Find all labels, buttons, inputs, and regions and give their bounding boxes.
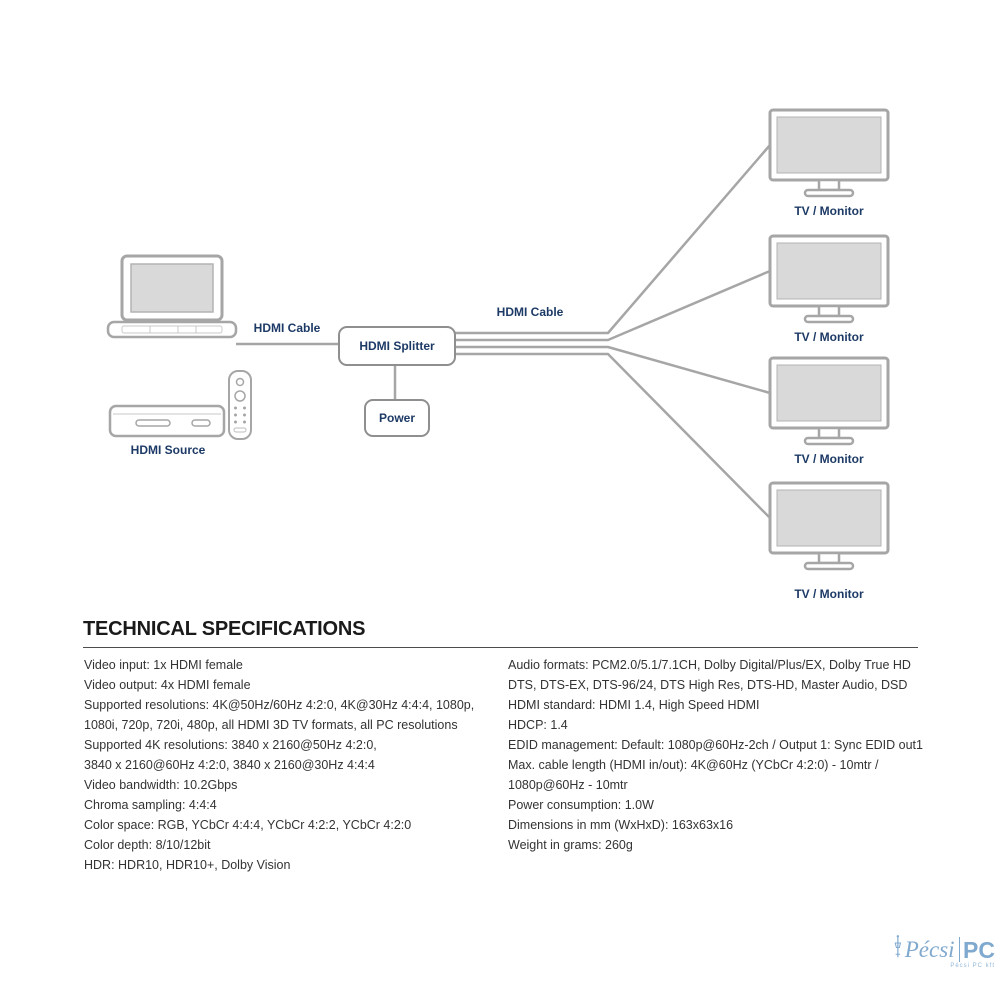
spec-line: Max. cable length (HDMI in/out): 4K@60Hz…: [508, 758, 879, 772]
hdmi-cable-line-out4: [452, 352, 771, 519]
spec-line: EDID management: Default: 1080p@60Hz-2ch…: [508, 738, 923, 752]
connection-diagram: [106, 108, 890, 571]
laptop-icon: [106, 254, 238, 339]
watermark-brand-left: Pécsi: [904, 937, 955, 962]
spec-line: Dimensions in mm (WxHxD): 163x63x16: [508, 818, 734, 832]
remote-control-icon: [228, 370, 252, 440]
hdmi-splitter-box: HDMI Splitter: [338, 326, 456, 366]
monitor-label-1: TV / Monitor: [794, 204, 864, 218]
specs-title: TECHNICAL SPECIFICATIONS: [83, 618, 366, 640]
tv-tower-icon: [894, 935, 902, 958]
hdmi-source-label: HDMI Source: [130, 443, 206, 457]
monitor-label-3: TV / Monitor: [794, 452, 864, 466]
hdmi-cable-line-out2: [452, 269, 771, 342]
hdmi-cable-lines: [236, 144, 771, 519]
watermark-subtext: Pécsi PC kft: [950, 963, 995, 969]
power-box: Power: [364, 399, 430, 437]
hdmi-source-icon: [108, 404, 226, 438]
spec-line: Color space: RGB, YCbCr 4:4:4, YCbCr 4:2…: [84, 818, 412, 832]
monitor-label-2: TV / Monitor: [794, 330, 864, 344]
spec-line: HDMI standard: HDMI 1.4, High Speed HDMI: [508, 698, 760, 712]
watermark-divider: [958, 937, 961, 962]
watermark-brand-right: PC: [963, 937, 995, 963]
spec-line: Video bandwidth: 10.2Gbps: [84, 778, 238, 792]
spec-line: Color depth: 8/10/12bit: [84, 838, 211, 852]
spec-line: 1080i, 720p, 720i, 480p, all HDMI 3D TV …: [84, 718, 458, 732]
spec-line: Supported resolutions: 4K@50Hz/60Hz 4:2:…: [84, 698, 475, 712]
spec-line: HDR: HDR10, HDR10+, Dolby Vision: [84, 858, 291, 872]
watermark-row: Pécsi PC: [893, 930, 995, 962]
spec-line: HDCP: 1.4: [508, 718, 568, 732]
hdmi-cable-line-out3: [452, 345, 771, 395]
hdmi-cable-label-right: HDMI Cable: [496, 305, 564, 319]
spec-line: DTS, DTS-EX, DTS-96/24, DTS High Res, DT…: [508, 678, 908, 692]
spec-line: Weight in grams: 260g: [508, 838, 633, 852]
spec-line: Audio formats: PCM2.0/5.1/7.1CH, Dolby D…: [508, 658, 911, 672]
specs-column-right: Audio formats: PCM2.0/5.1/7.1CH, Dolby D…: [508, 655, 938, 855]
monitor-icon-4: [768, 481, 890, 571]
hdmi-cable-label-left: HDMI Cable: [253, 321, 321, 335]
hdmi-cable-line-out1: [452, 144, 771, 335]
spec-line: Video input: 1x HDMI female: [84, 658, 243, 672]
monitor-icon-1: [768, 108, 890, 198]
spec-line: 3840 x 2160@60Hz 4:2:0, 3840 x 2160@30Hz…: [84, 758, 375, 772]
monitor-icon-3: [768, 356, 890, 446]
monitor-label-4: TV / Monitor: [794, 587, 864, 601]
spec-line: Video output: 4x HDMI female: [84, 678, 251, 692]
spec-line: Chroma sampling: 4:4:4: [84, 798, 217, 812]
spec-line: Supported 4K resolutions: 3840 x 2160@50…: [84, 738, 377, 752]
specs-divider: [83, 647, 918, 648]
watermark-logo: Pécsi PC Pécsi PC kft: [893, 930, 995, 969]
monitor-icon-2: [768, 234, 890, 324]
spec-line: Power consumption: 1.0W: [508, 798, 654, 812]
spec-line: 1080p@60Hz - 10mtr: [508, 778, 628, 792]
